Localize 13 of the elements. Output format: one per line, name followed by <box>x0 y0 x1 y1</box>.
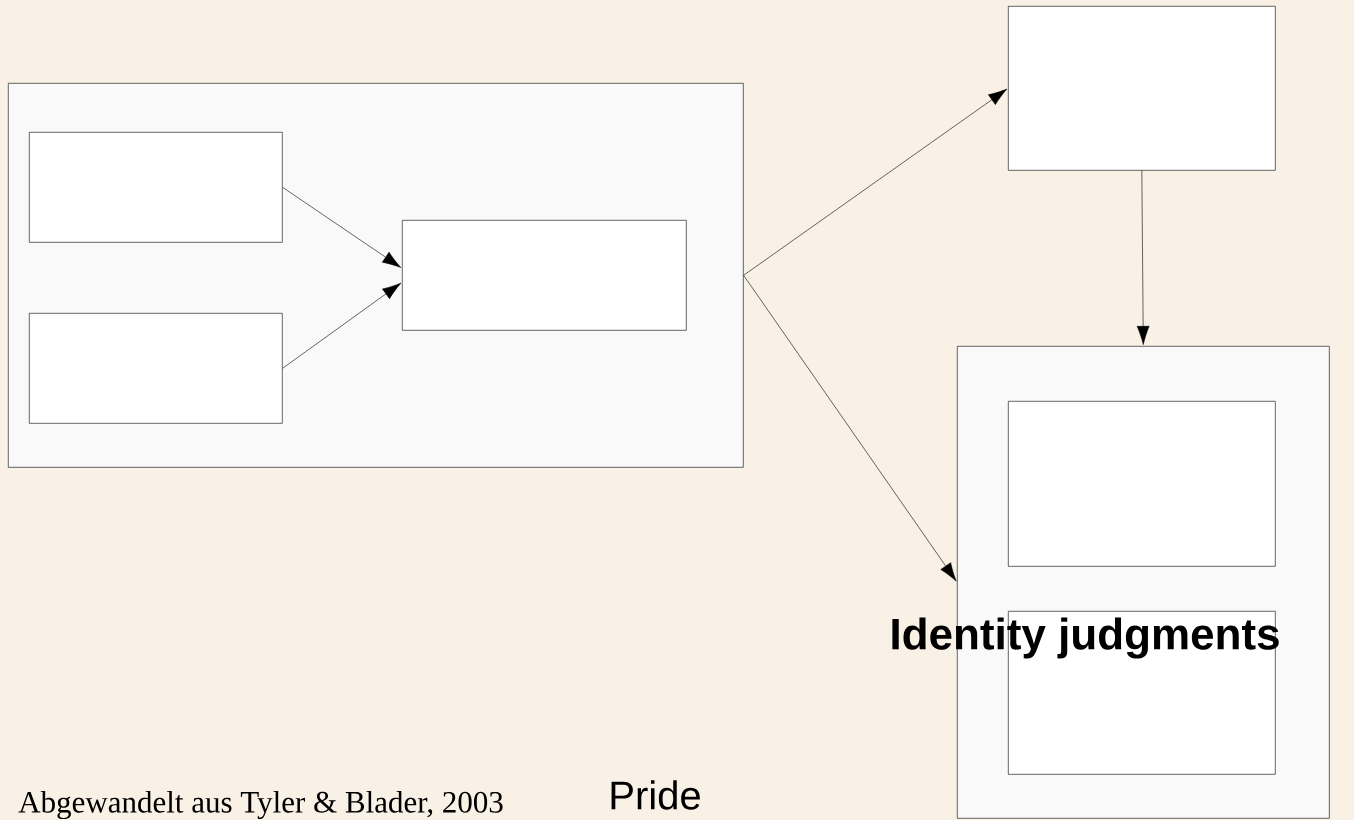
arrow <box>743 275 957 582</box>
box <box>29 132 283 243</box>
box <box>1008 6 1276 171</box>
arrow <box>282 187 402 268</box>
caption: Abgewandelt aus Tyler & Blader, 2003 <box>18 790 503 820</box>
box <box>402 220 687 331</box>
arrow <box>743 88 1008 276</box>
box <box>29 313 283 424</box>
label: Pride <box>611 780 700 810</box>
arrow <box>282 282 402 369</box>
arrow <box>1136 170 1150 345</box>
box <box>1008 401 1276 567</box>
label: Identity judgments <box>892 617 1279 659</box>
